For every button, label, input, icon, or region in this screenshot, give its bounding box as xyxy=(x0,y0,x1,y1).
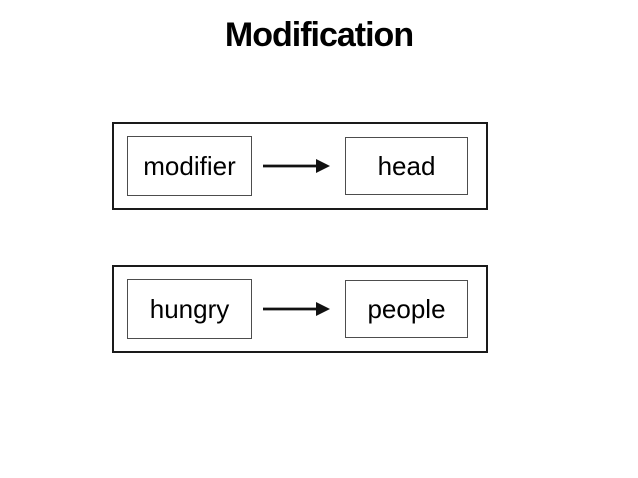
head-box: head xyxy=(345,137,468,195)
people-box-label: people xyxy=(367,294,446,324)
relation-group-example: hungry people xyxy=(112,265,488,353)
modifier-box-label: modifier xyxy=(143,151,236,181)
arrow-right-icon xyxy=(263,159,330,173)
hungry-box: hungry xyxy=(127,279,252,339)
people-box: people xyxy=(345,280,468,338)
arrow-right-icon xyxy=(263,302,330,316)
hungry-box-label: hungry xyxy=(149,294,230,324)
modifier-box: modifier xyxy=(127,136,252,196)
head-box-label: head xyxy=(377,151,436,181)
relation-group-generic: modifier head xyxy=(112,122,488,210)
slide-title: Modification xyxy=(224,16,414,54)
